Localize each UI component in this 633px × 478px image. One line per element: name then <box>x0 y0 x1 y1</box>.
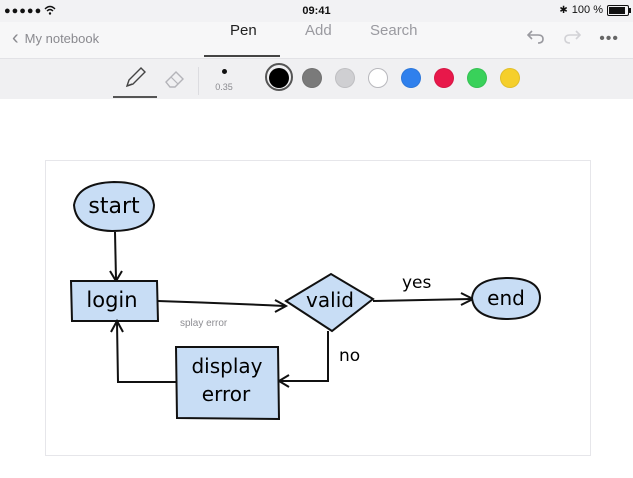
nav-actions: ••• <box>527 28 619 49</box>
display-error-label-line2: error <box>202 382 251 406</box>
battery-percent: 100 % <box>571 4 603 16</box>
edge-display-error-login <box>116 322 176 383</box>
status-time: 09:41 <box>302 5 331 17</box>
bluetooth-icon: ✱ <box>559 4 568 16</box>
color-swatch-light-gray[interactable] <box>335 68 355 88</box>
nav-bar: ‹ My notebook Pen Add Search ••• <box>0 22 633 58</box>
active-tool-indicator <box>113 96 157 98</box>
chevron-left-icon: ‹ <box>12 27 19 49</box>
color-swatch-blue[interactable] <box>401 68 421 88</box>
start-node-label: start <box>88 194 140 219</box>
eraser-tool[interactable] <box>160 65 190 91</box>
pen-icon <box>125 67 146 88</box>
recognition-hint: splay error <box>180 318 228 329</box>
drawing-page[interactable]: start login valid yes end no <box>45 160 591 456</box>
stroke-size-value: 0.35 <box>215 82 233 92</box>
stroke-dot <box>221 69 227 74</box>
back-label: My notebook <box>24 30 100 46</box>
more-options-icon[interactable]: ••• <box>599 29 619 47</box>
stroke-size-control[interactable]: 0.35 <box>206 65 242 95</box>
redo-icon[interactable] <box>563 28 582 49</box>
end-node-label: end <box>487 286 525 310</box>
login-node-shape[interactable] <box>69 280 160 322</box>
start-node-shape[interactable] <box>72 180 156 233</box>
color-swatch-yellow[interactable] <box>500 68 520 88</box>
tab-add[interactable]: Add <box>305 22 332 39</box>
edge-label-no: no <box>339 346 360 366</box>
canvas-area[interactable]: start login valid yes end no <box>0 99 633 478</box>
display-error-label-line1: display <box>191 354 262 378</box>
active-tab-indicator <box>204 55 280 57</box>
pen-toolbar: 0.35 <box>0 58 633 100</box>
edge-label-yes: yes <box>402 273 432 293</box>
color-swatch-gray[interactable] <box>302 68 322 88</box>
edge-login-valid <box>157 300 285 307</box>
color-swatch-red[interactable] <box>434 68 454 88</box>
color-swatch-white[interactable] <box>368 68 388 88</box>
status-bar: ●●●●● 09:41 ✱ 100 % <box>0 0 633 22</box>
back-button[interactable]: ‹ My notebook <box>12 27 100 49</box>
valid-node-label: valid <box>306 288 354 312</box>
end-node-shape[interactable] <box>470 276 542 321</box>
edge-valid-end <box>372 298 472 302</box>
display-error-node-shape[interactable] <box>174 346 281 421</box>
edge-start-login <box>114 231 117 280</box>
arrowhead-icon <box>274 299 289 313</box>
color-swatch-green[interactable] <box>467 68 487 88</box>
edge-valid-display-error <box>281 331 329 382</box>
valid-node-shape[interactable] <box>284 272 375 333</box>
color-swatch-black[interactable] <box>269 68 289 88</box>
wifi-icon <box>44 5 56 18</box>
status-right: ✱ 100 % <box>559 4 631 16</box>
selected-color-ring <box>265 63 293 91</box>
undo-icon[interactable] <box>527 28 545 49</box>
eraser-icon <box>165 71 184 88</box>
arrowhead-icon <box>110 318 124 333</box>
tab-search[interactable]: Search <box>370 22 418 39</box>
pen-tool[interactable] <box>120 65 150 91</box>
signal-indicator: ●●●●● <box>4 5 43 17</box>
battery-icon <box>607 4 631 16</box>
toolbar-divider <box>198 67 199 95</box>
flowchart-drawing: start login valid yes end no <box>69 180 542 421</box>
tab-pen[interactable]: Pen <box>230 22 257 39</box>
login-node-label: login <box>86 288 137 312</box>
